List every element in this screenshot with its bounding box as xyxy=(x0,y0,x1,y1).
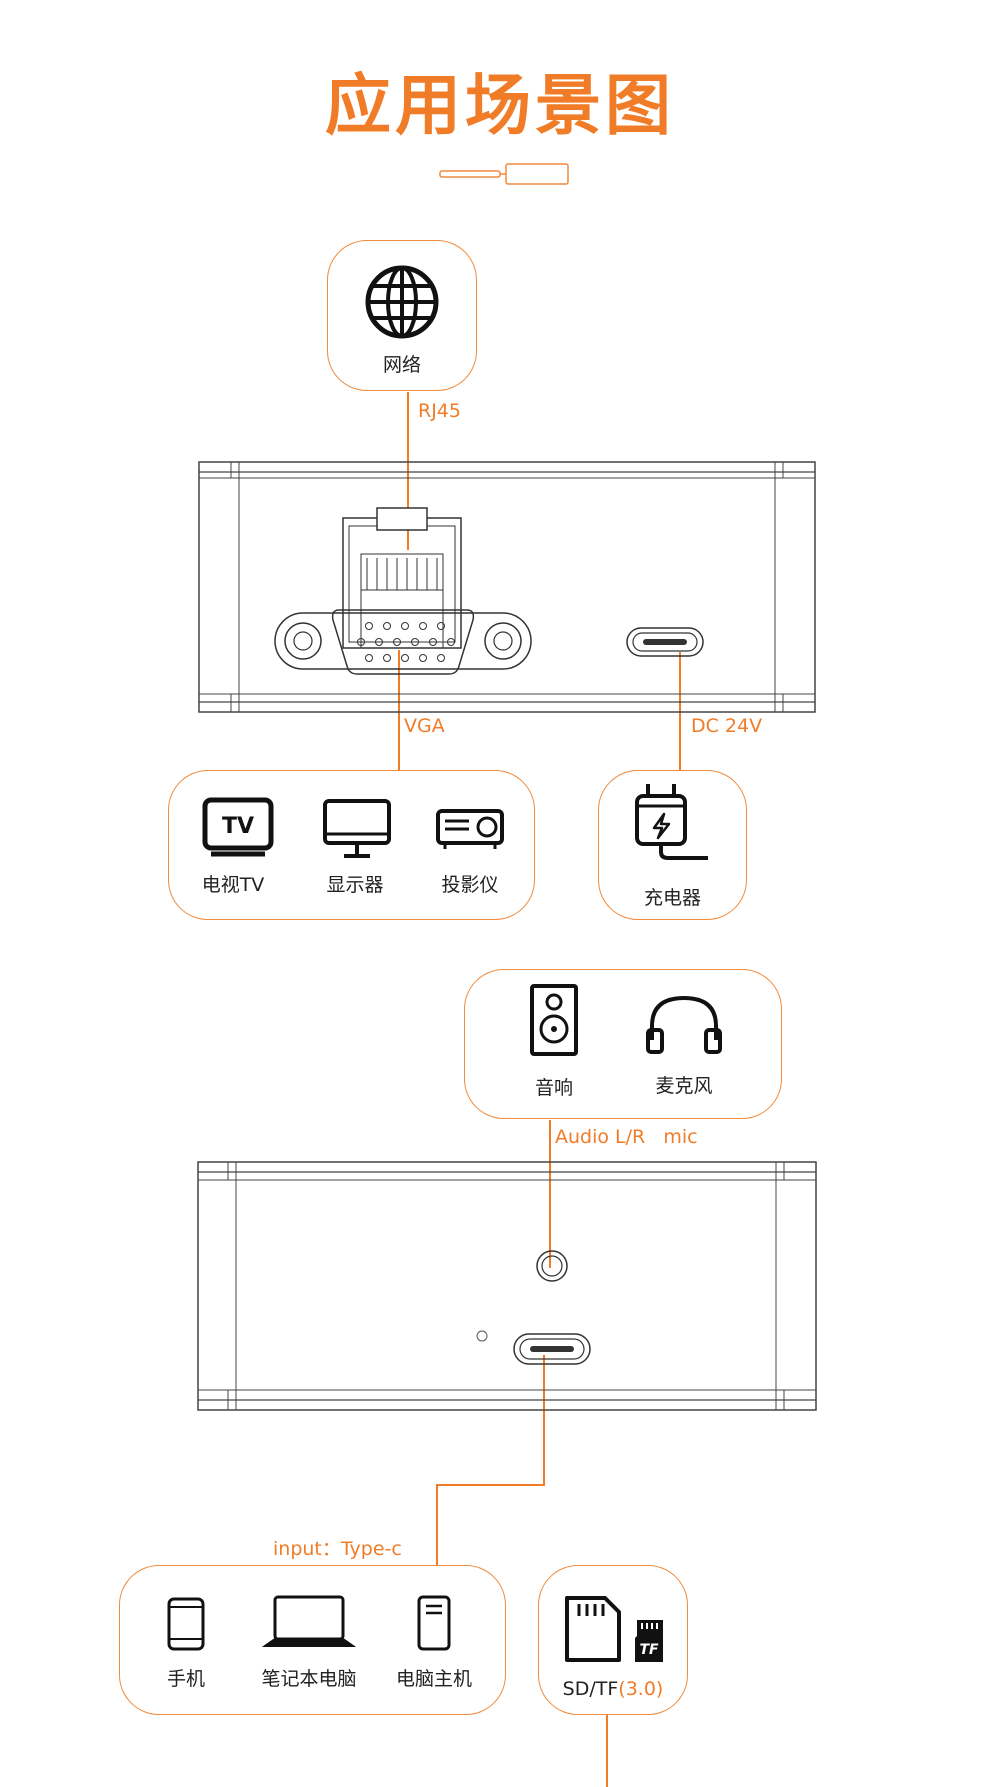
audio-jack-drawing xyxy=(536,1250,568,1282)
headphone-icon xyxy=(646,995,722,1054)
svg-text:TF: TF xyxy=(639,1642,659,1658)
vga-device-label-projector: 投影仪 xyxy=(441,874,499,896)
svg-text:TV: TV xyxy=(222,814,254,839)
charger-icon xyxy=(635,784,708,860)
card-label-suffix: (3.0) xyxy=(618,1678,664,1700)
vga-label: VGA xyxy=(404,715,445,737)
led-dot-drawing xyxy=(476,1330,488,1342)
device-rear-panel xyxy=(198,461,816,713)
device-front-panel xyxy=(197,1161,817,1411)
rj45-port-drawing xyxy=(342,507,462,649)
desktop-tower-icon xyxy=(417,1595,451,1651)
typec-port-label: input：Type-c xyxy=(273,1538,402,1560)
audio-device-label-speaker: 音响 xyxy=(534,1077,573,1099)
audio-port-label: Audio L/R mic xyxy=(555,1126,698,1148)
vga-port-drawing xyxy=(274,609,532,675)
tf-card-icon: TF xyxy=(635,1620,663,1662)
typec-port-drawing xyxy=(513,1333,591,1365)
dc-label: DC 24V xyxy=(691,715,763,737)
phone-icon xyxy=(167,1597,205,1651)
globe-icon xyxy=(365,265,439,339)
typec-device-label-laptop: 笔记本电脑 xyxy=(261,1668,357,1690)
typec-device-label-desktop: 电脑主机 xyxy=(395,1668,472,1690)
monitor-icon xyxy=(323,799,391,858)
laptop-icon xyxy=(261,1595,357,1647)
card-label: SD/TF xyxy=(562,1678,619,1700)
card-label-wrap: SD/TF(3.0) xyxy=(538,1678,688,1700)
dc-port-drawing xyxy=(626,627,704,657)
rj45-label: RJ45 xyxy=(418,400,461,422)
network-label: 网络 xyxy=(382,354,421,376)
tv-icon: TV xyxy=(202,797,274,857)
audio-device-label-headphone: 麦克风 xyxy=(655,1075,713,1097)
charger-label: 充电器 xyxy=(643,887,701,909)
audio-devices-box xyxy=(464,969,782,1119)
projector-icon xyxy=(436,809,504,849)
page-title: 应用场景图 xyxy=(325,67,675,144)
vga-device-label-tv: 电视TV xyxy=(201,874,265,896)
sd-card-icon xyxy=(565,1596,621,1662)
vga-device-label-monitor: 显示器 xyxy=(326,874,384,896)
title-decoration xyxy=(439,163,569,185)
speaker-icon xyxy=(530,984,578,1056)
typec-device-label-phone: 手机 xyxy=(166,1668,205,1690)
